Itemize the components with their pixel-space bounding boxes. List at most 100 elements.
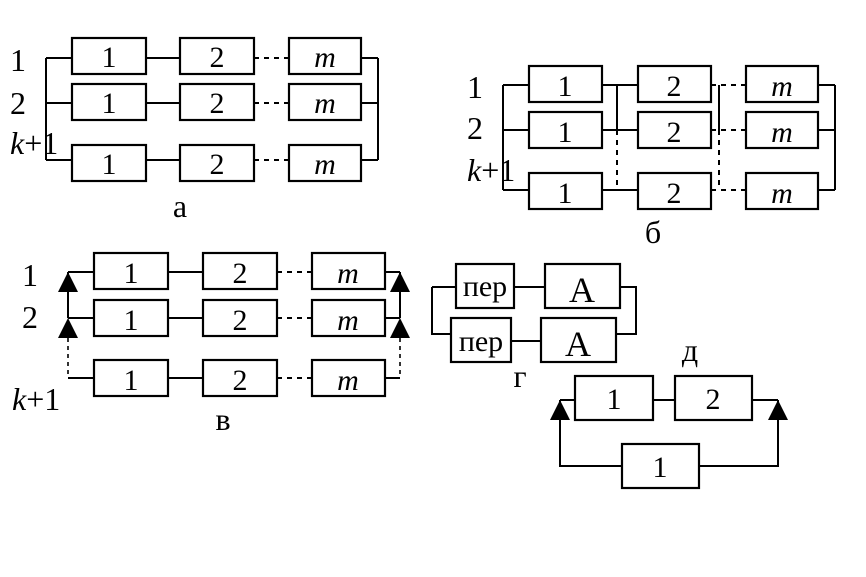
block: [287, 36, 363, 76]
block: [92, 298, 170, 338]
row-1-output-wire: [514, 286, 637, 335]
block-label: 2: [233, 304, 248, 337]
block: [527, 64, 604, 104]
block-label: 2: [706, 383, 721, 416]
switch-arrow: [768, 400, 788, 420]
block: [287, 143, 363, 183]
diagram-g: пер А пер А г: [431, 262, 637, 394]
block-label: 2: [210, 87, 225, 120]
block: [92, 251, 170, 291]
block: [70, 143, 148, 183]
block: [636, 64, 713, 104]
diagram-d-caption: д: [682, 332, 698, 368]
block: [201, 358, 279, 398]
block: [744, 171, 820, 211]
diagram-b-rails: [502, 85, 836, 190]
block: [178, 82, 256, 122]
block-label: 1: [558, 70, 573, 103]
block: [287, 82, 363, 122]
switch-arrow: [58, 272, 78, 292]
block-label: 2: [233, 257, 248, 290]
switch-arrow: [390, 272, 410, 292]
row-label-k-plus-1: k+1: [467, 152, 515, 188]
row-label-1: 1: [467, 69, 483, 105]
block-label: 2: [210, 148, 225, 181]
diagram-g-caption: г: [513, 358, 526, 394]
unit-label: А: [569, 270, 595, 310]
reserve-block: [620, 442, 701, 490]
block: [70, 36, 148, 76]
block: [310, 298, 387, 338]
unit-block: [543, 262, 622, 310]
switch-arrow: [550, 400, 570, 420]
block-label: 1: [102, 148, 117, 181]
row-label-2: 2: [22, 299, 38, 335]
block-label: 2: [667, 116, 682, 149]
block-label: 2: [667, 70, 682, 103]
block-label: m: [337, 257, 359, 290]
diagram-a-caption: а: [173, 188, 187, 224]
block-label: m: [337, 304, 359, 337]
row-label-2: 2: [467, 110, 483, 146]
switch-label: пер: [459, 325, 503, 358]
block-label: m: [771, 177, 793, 210]
block-label: m: [771, 116, 793, 149]
block-label: m: [337, 364, 359, 397]
row-label-1: 1: [22, 257, 38, 293]
reserve-block-label: 1: [653, 451, 668, 484]
block-label: 1: [102, 41, 117, 74]
cross-link-continuation: [616, 130, 720, 190]
diagram-v-caption: в: [215, 401, 230, 437]
unit-label: А: [565, 324, 591, 364]
row-label-1: 1: [10, 42, 26, 78]
block-label: m: [314, 148, 336, 181]
block-label: m: [314, 41, 336, 74]
diagram-v-rails-continuation: [67, 338, 401, 378]
block: [527, 171, 604, 211]
block-label: 1: [558, 177, 573, 210]
diagram-a-rails: [45, 58, 379, 160]
block-label: 1: [607, 383, 622, 416]
left-rail: [431, 287, 451, 335]
block: [573, 374, 655, 422]
unit-block: [539, 316, 618, 364]
block-label: 1: [558, 116, 573, 149]
diagram-b-caption: б: [645, 214, 661, 250]
switch-arrow: [58, 318, 78, 338]
switch-block: [449, 316, 513, 364]
block: [92, 358, 170, 398]
block-label: 1: [102, 87, 117, 120]
block: [636, 171, 713, 211]
diagram-v: 1 2 k+1 1 2 m 1 2 m 1 2: [12, 251, 410, 437]
block-label: m: [314, 87, 336, 120]
block-label: 2: [667, 177, 682, 210]
switch-block: [454, 262, 516, 310]
diagram-d: д 1 2 1: [550, 332, 788, 490]
cross-link: [616, 85, 720, 130]
block: [310, 251, 387, 291]
block: [310, 358, 387, 398]
block-label: 1: [124, 364, 139, 397]
block: [178, 143, 256, 183]
block: [744, 110, 820, 150]
block-label: 2: [233, 364, 248, 397]
block-label: 1: [124, 257, 139, 290]
diagram-a: 1 2 k+1 1 2 m 1 2 m 1 2 m а: [10, 36, 379, 224]
row-label-k-plus-1: k+1: [12, 381, 60, 417]
block-label: 1: [124, 304, 139, 337]
block: [673, 374, 754, 422]
row-label-k-plus-1: k+1: [10, 125, 58, 161]
reserve-loop-wire: [559, 400, 779, 467]
block: [527, 110, 604, 150]
switch-label: пер: [463, 270, 507, 303]
block: [201, 298, 279, 338]
block: [70, 82, 148, 122]
block-label: 2: [210, 41, 225, 74]
block-label: m: [771, 70, 793, 103]
block: [201, 251, 279, 291]
switch-arrow: [390, 318, 410, 338]
block: [744, 64, 820, 104]
row-label-2: 2: [10, 85, 26, 121]
block: [178, 36, 256, 76]
